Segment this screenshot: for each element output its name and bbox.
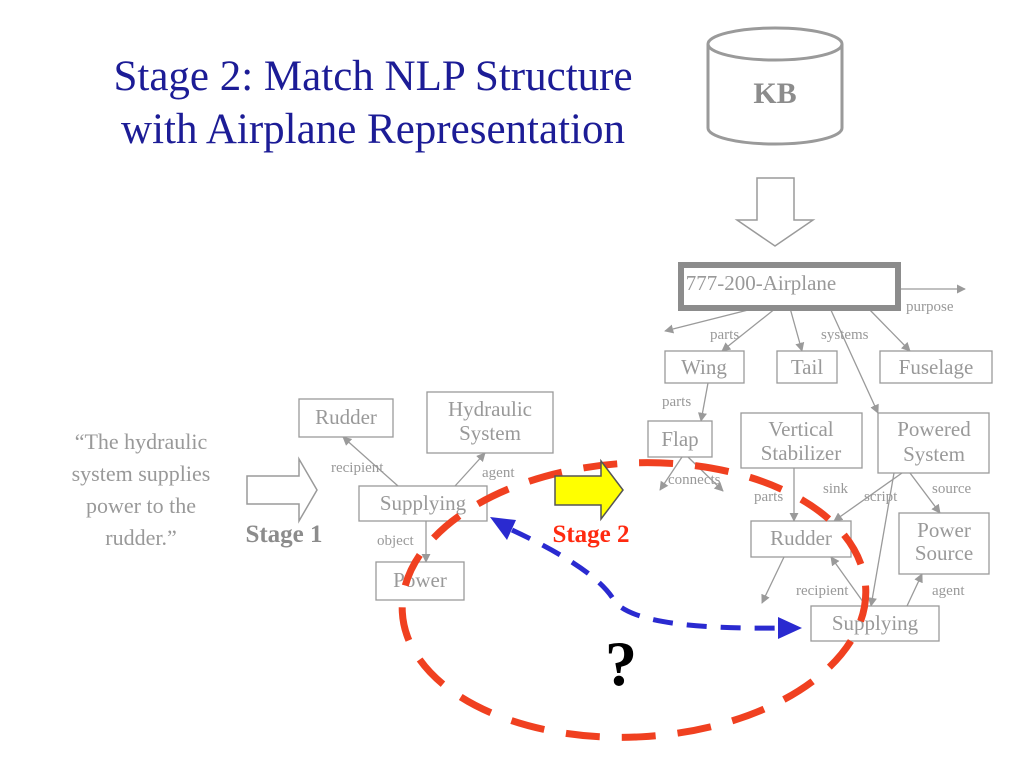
- stage2-label: Stage 2: [552, 521, 629, 548]
- nlp-recipient-relation: recipient: [331, 460, 384, 476]
- slide-title: Stage 2: Match NLP Structure with Airpla…: [28, 50, 718, 156]
- kb-flap-node: [647, 420, 713, 458]
- match-region-ellipse: [398, 459, 870, 741]
- kb-label: KB: [753, 77, 796, 110]
- kb-airplane-node: [678, 262, 901, 311]
- kb-vertical-stabilizer-node: [740, 412, 863, 469]
- question-mark: ?: [605, 628, 637, 699]
- kb-parts-relation: parts: [710, 327, 739, 343]
- kb-purpose-relation: purpose: [906, 299, 954, 315]
- kb-graph: 777-200-Airplane Wing Tail Fuselage Flap…: [647, 262, 993, 642]
- kb-flap-label: Flap: [661, 427, 698, 451]
- kb-power-source-label-2: Source: [915, 541, 973, 565]
- quote-line-4: rudder.”: [105, 525, 176, 550]
- kb-database-icon: KB: [706, 26, 844, 146]
- nlp-object-relation: object: [377, 533, 414, 549]
- nlp-rudder-node: [298, 398, 394, 438]
- kb-sink-relation: sink: [823, 481, 849, 497]
- kb-script-relation: script: [864, 489, 898, 505]
- kb-power-source-node: [898, 512, 990, 575]
- kb-tail-node: [776, 350, 838, 384]
- kb-source-relation: source: [932, 481, 971, 497]
- stage2-arrow-icon: [554, 458, 624, 522]
- nlp-supplying-label: Supplying: [380, 491, 467, 515]
- kb-vertical-label-2: Stabilizer: [761, 441, 841, 465]
- kb-powered-system-node: [877, 412, 990, 474]
- quote-line-2: system supplies: [72, 461, 211, 486]
- nlp-power-node: [375, 561, 465, 601]
- stage1-arrow-icon: [246, 456, 318, 524]
- kb-supplying-node: [810, 605, 940, 642]
- kb-vertical-label-1: Vertical: [768, 417, 833, 441]
- nlp-rudder-label: Rudder: [315, 405, 377, 429]
- kb-recipient-relation: recipient: [796, 583, 849, 599]
- kb-rudder-label: Rudder: [770, 526, 832, 550]
- nlp-hydraulic-label-1: Hydraulic: [448, 397, 532, 421]
- quote-line-1: “The hydraulic: [75, 429, 208, 454]
- kb-airplane-label: 777-200-Airplane: [686, 271, 836, 295]
- kb-supplying-label: Supplying: [832, 611, 919, 635]
- nlp-graph: Rudder Hydraulic System Supplying Power …: [298, 391, 554, 601]
- kb-wing-node: [664, 350, 745, 384]
- sentence-quote: “The hydraulic system supplies power to …: [72, 429, 211, 550]
- nlp-supplying-node: [358, 485, 488, 522]
- stage1-label: Stage 1: [245, 521, 322, 548]
- kb-fuselage-node: [879, 350, 993, 384]
- nlp-power-label: Power: [393, 568, 447, 592]
- kb-tail-label: Tail: [791, 355, 824, 379]
- nlp-agent-relation: agent: [482, 465, 515, 481]
- kb-power-source-label-1: Power: [917, 518, 971, 542]
- kb-wing-parts-relation: parts: [662, 394, 691, 410]
- kb-vertical-parts-relation: parts: [754, 489, 783, 505]
- kb-wing-label: Wing: [681, 355, 727, 379]
- nlp-hydraulic-system-node: [426, 391, 554, 454]
- title-line-2: with Airplane Representation: [121, 106, 625, 153]
- kb-systems-relation: systems: [821, 327, 869, 343]
- kb-fuselage-label: Fuselage: [899, 355, 974, 379]
- match-correspondence-arrow: [490, 517, 802, 639]
- nlp-hydraulic-label-2: System: [459, 421, 521, 445]
- kb-down-arrow-icon: [734, 177, 816, 247]
- kb-agent-relation: agent: [932, 583, 965, 599]
- kb-powered-label-2: System: [903, 442, 965, 466]
- kb-connects-relation: connects: [668, 472, 721, 488]
- title-line-1: Stage 2: Match NLP Structure: [113, 53, 633, 100]
- kb-powered-label-1: Powered: [897, 417, 971, 441]
- quote-line-3: power to the: [86, 493, 196, 518]
